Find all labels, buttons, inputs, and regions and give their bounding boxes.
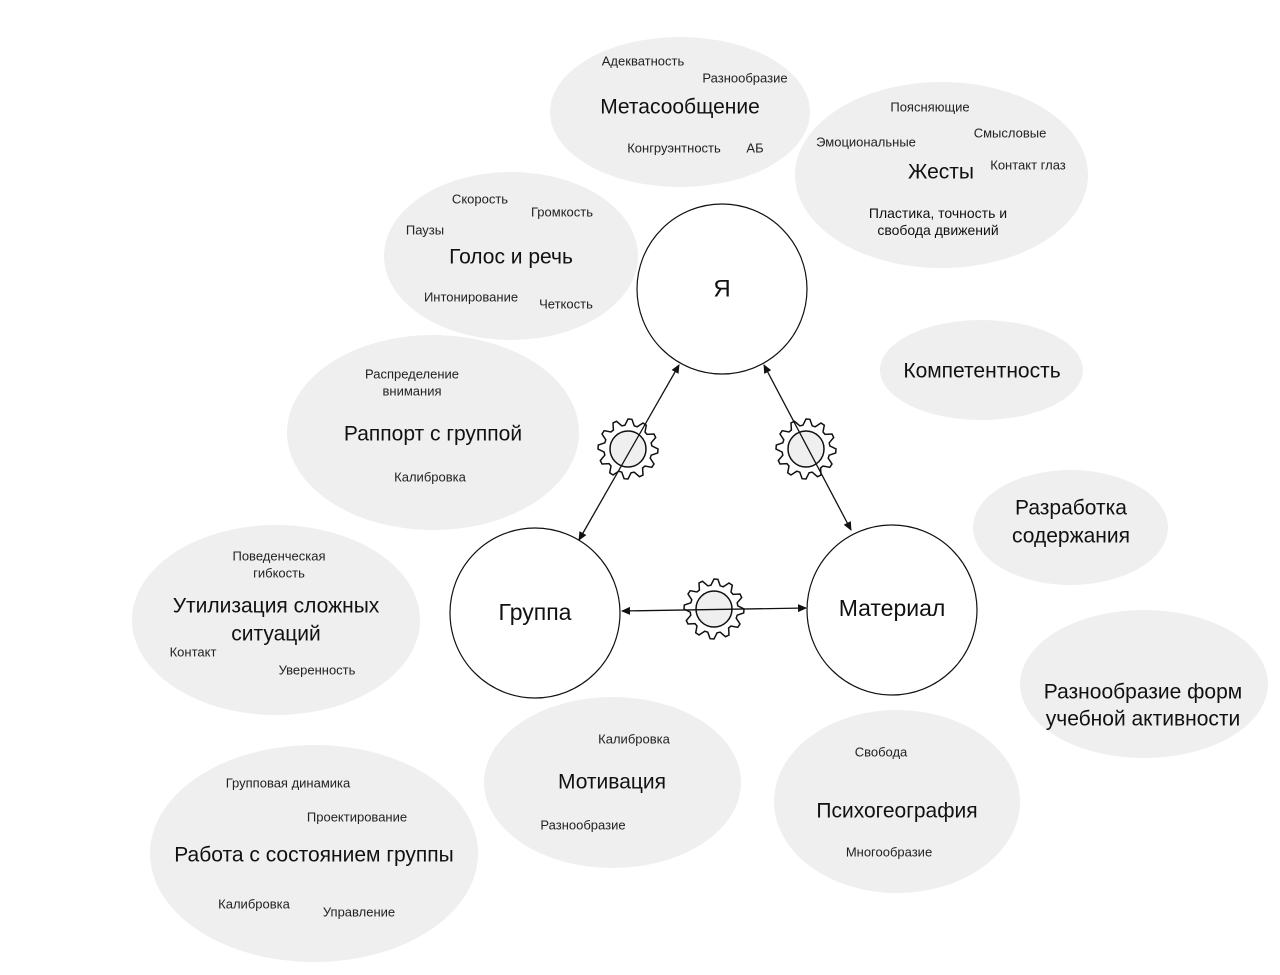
item: Разнообразие [540,817,626,833]
item: Смысловые [973,125,1047,141]
title-competence: Компетентность [903,359,1061,383]
item: Адекватность [601,53,685,69]
item: Паузы [405,222,445,238]
item: Контакт глаз [990,157,1066,173]
title-voice: Голос и речь [449,245,573,269]
title-metamessage: Метасообщение [600,95,760,119]
item: свобода движений [877,221,999,238]
item: Проектирование [306,809,408,825]
title-motivation: Мотивация [557,770,667,794]
item: Управление [322,904,396,920]
bubble-group-state [150,745,478,962]
item: Скорость [451,191,509,207]
bubble-content [973,470,1168,585]
item: Эмоциональные [816,134,916,150]
item: Уверенность [278,662,356,678]
item: Свобода [854,744,908,760]
circle-self [636,203,808,375]
bubble-metamessage [550,37,810,187]
title-group-state: Работа с состоянием группы [174,843,454,867]
circle-group [449,527,621,699]
item: Распределение [364,366,460,382]
item: Поведенческая [232,548,326,564]
item: Групповая динамика [225,775,351,791]
item: Калибровка [394,469,466,485]
bubble-utilization [132,525,420,715]
arrow-self-group [578,364,680,541]
title-utilization-line2: ситуаций [231,622,321,646]
bubble-rapport [287,335,579,530]
title-forms-line1: Разнообразие форм [1043,680,1243,704]
item: Калибровка [598,731,670,747]
bubble-gestures [795,82,1088,268]
title-gestures: Жесты [907,160,975,184]
title-psychogeography: Психогеография [816,799,978,823]
bubble-motivation [484,697,741,868]
title-rapport: Раппорт с группой [343,422,523,446]
item: Разнообразие [702,70,788,86]
bubble-psychogeography [774,710,1020,893]
bubble-forms [1020,610,1268,758]
circle-material [806,524,978,696]
item: Интонирование [423,289,519,305]
arrow-self-material [763,364,852,531]
item: Контакт [169,644,217,660]
item: гибкость [253,565,305,581]
title-utilization-line1: Утилизация сложных [172,594,380,618]
item: внимания [382,383,442,399]
item: АБ [746,140,764,156]
title-content-line1: Разработка [1015,496,1127,520]
item: Калибровка [218,896,290,912]
label-material: Материал [838,595,946,622]
item: Поясняющие [890,99,970,115]
label-group: Группа [498,599,572,626]
item: Громкость [531,204,593,220]
item: Четкость [539,296,593,312]
gear-hub [787,430,825,468]
bubble-competence [880,320,1083,420]
arrow-group-material [621,604,807,615]
title-content-line2: содержания [1012,524,1130,548]
label-self: Я [713,275,731,303]
title-forms-line2: учебной активности [1045,707,1241,731]
item: Пластика, точность и [868,204,1008,221]
bubble-voice [384,172,638,340]
gear-hub [609,430,647,468]
item: Конгруэнтность [627,140,721,156]
item: Многообразие [845,844,933,860]
